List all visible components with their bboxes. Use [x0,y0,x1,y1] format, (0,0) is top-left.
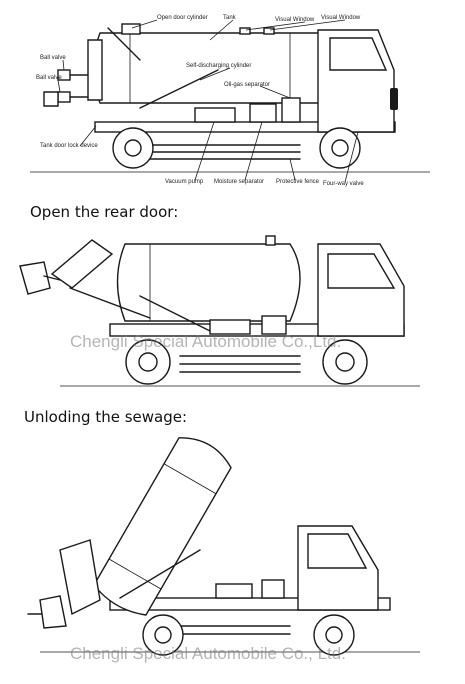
truck-open-door-diagram [19,235,420,387]
label-visual-window-1: Visual Window [275,17,315,23]
front-wheel [319,127,361,169]
cab-window [329,37,388,71]
label-moisture-separator: Moisture separator [214,179,264,185]
ball-valve-2 [57,91,71,103]
label-ball-valve-2: Ball valve [36,75,62,81]
panel-side-view: Open door cylinder Tank Visual Window Vi… [0,0,465,200]
tank-body [116,243,301,322]
label-oil-gas-separator: Oil-gas separator [224,82,270,88]
label-open-door-cylinder: Open door cylinder [157,15,208,21]
label-self-discharging-cylinder: Self-discharging cylinder [186,63,251,69]
label-tank: Tank [223,15,237,21]
open-door-cylinder [69,287,151,319]
visual-window-1 [239,27,251,35]
label-ball-valve-1: Ball valve [40,55,66,61]
label-protective-fence: Protective fence [276,179,320,185]
moisture-separator [249,103,277,123]
watermark-panel-3: Chengli Special Automobile Co., Ltd. [70,644,346,663]
truck-tipping-diagram [27,437,420,656]
watermark-panel-2: Chengli Special Automobile Co.,Ltd. [70,332,342,351]
rear-door-opened [59,539,101,616]
label-tank-door-lock-device: Tank door lock device [40,143,98,149]
self-discharging-cylinder [139,69,219,109]
caption-unloading-sewage: Unloding the sewage: [24,408,188,426]
label-vacuum-pump: Vacuum pump [165,179,204,185]
label-visual-window-2: Visual Window [321,15,361,21]
panel-open-rear-door: Chengli Special Automobile Co.,Ltd. [0,226,465,404]
rear-door-opened [50,239,114,289]
protective-fence [149,144,301,160]
self-discharging-cylinder [119,549,201,599]
oil-gas-separator [281,97,301,123]
truck-side-diagram: Open door cylinder Tank Visual Window Vi… [30,15,430,187]
label-four-way-valve: Four-way valve [323,181,364,187]
ball-valve-assembly [19,261,51,295]
rear-wheel [112,127,154,169]
panel-unloading-sewage: Chengli Special Automobile Co., Ltd. [0,430,465,680]
open-door-cylinder [107,27,141,61]
rear-door [87,39,103,101]
visual-window-2 [263,27,275,35]
tank-tilted [93,437,232,616]
caption-open-rear-door: Open the rear door: [30,203,179,221]
vacuum-pump [194,107,236,123]
